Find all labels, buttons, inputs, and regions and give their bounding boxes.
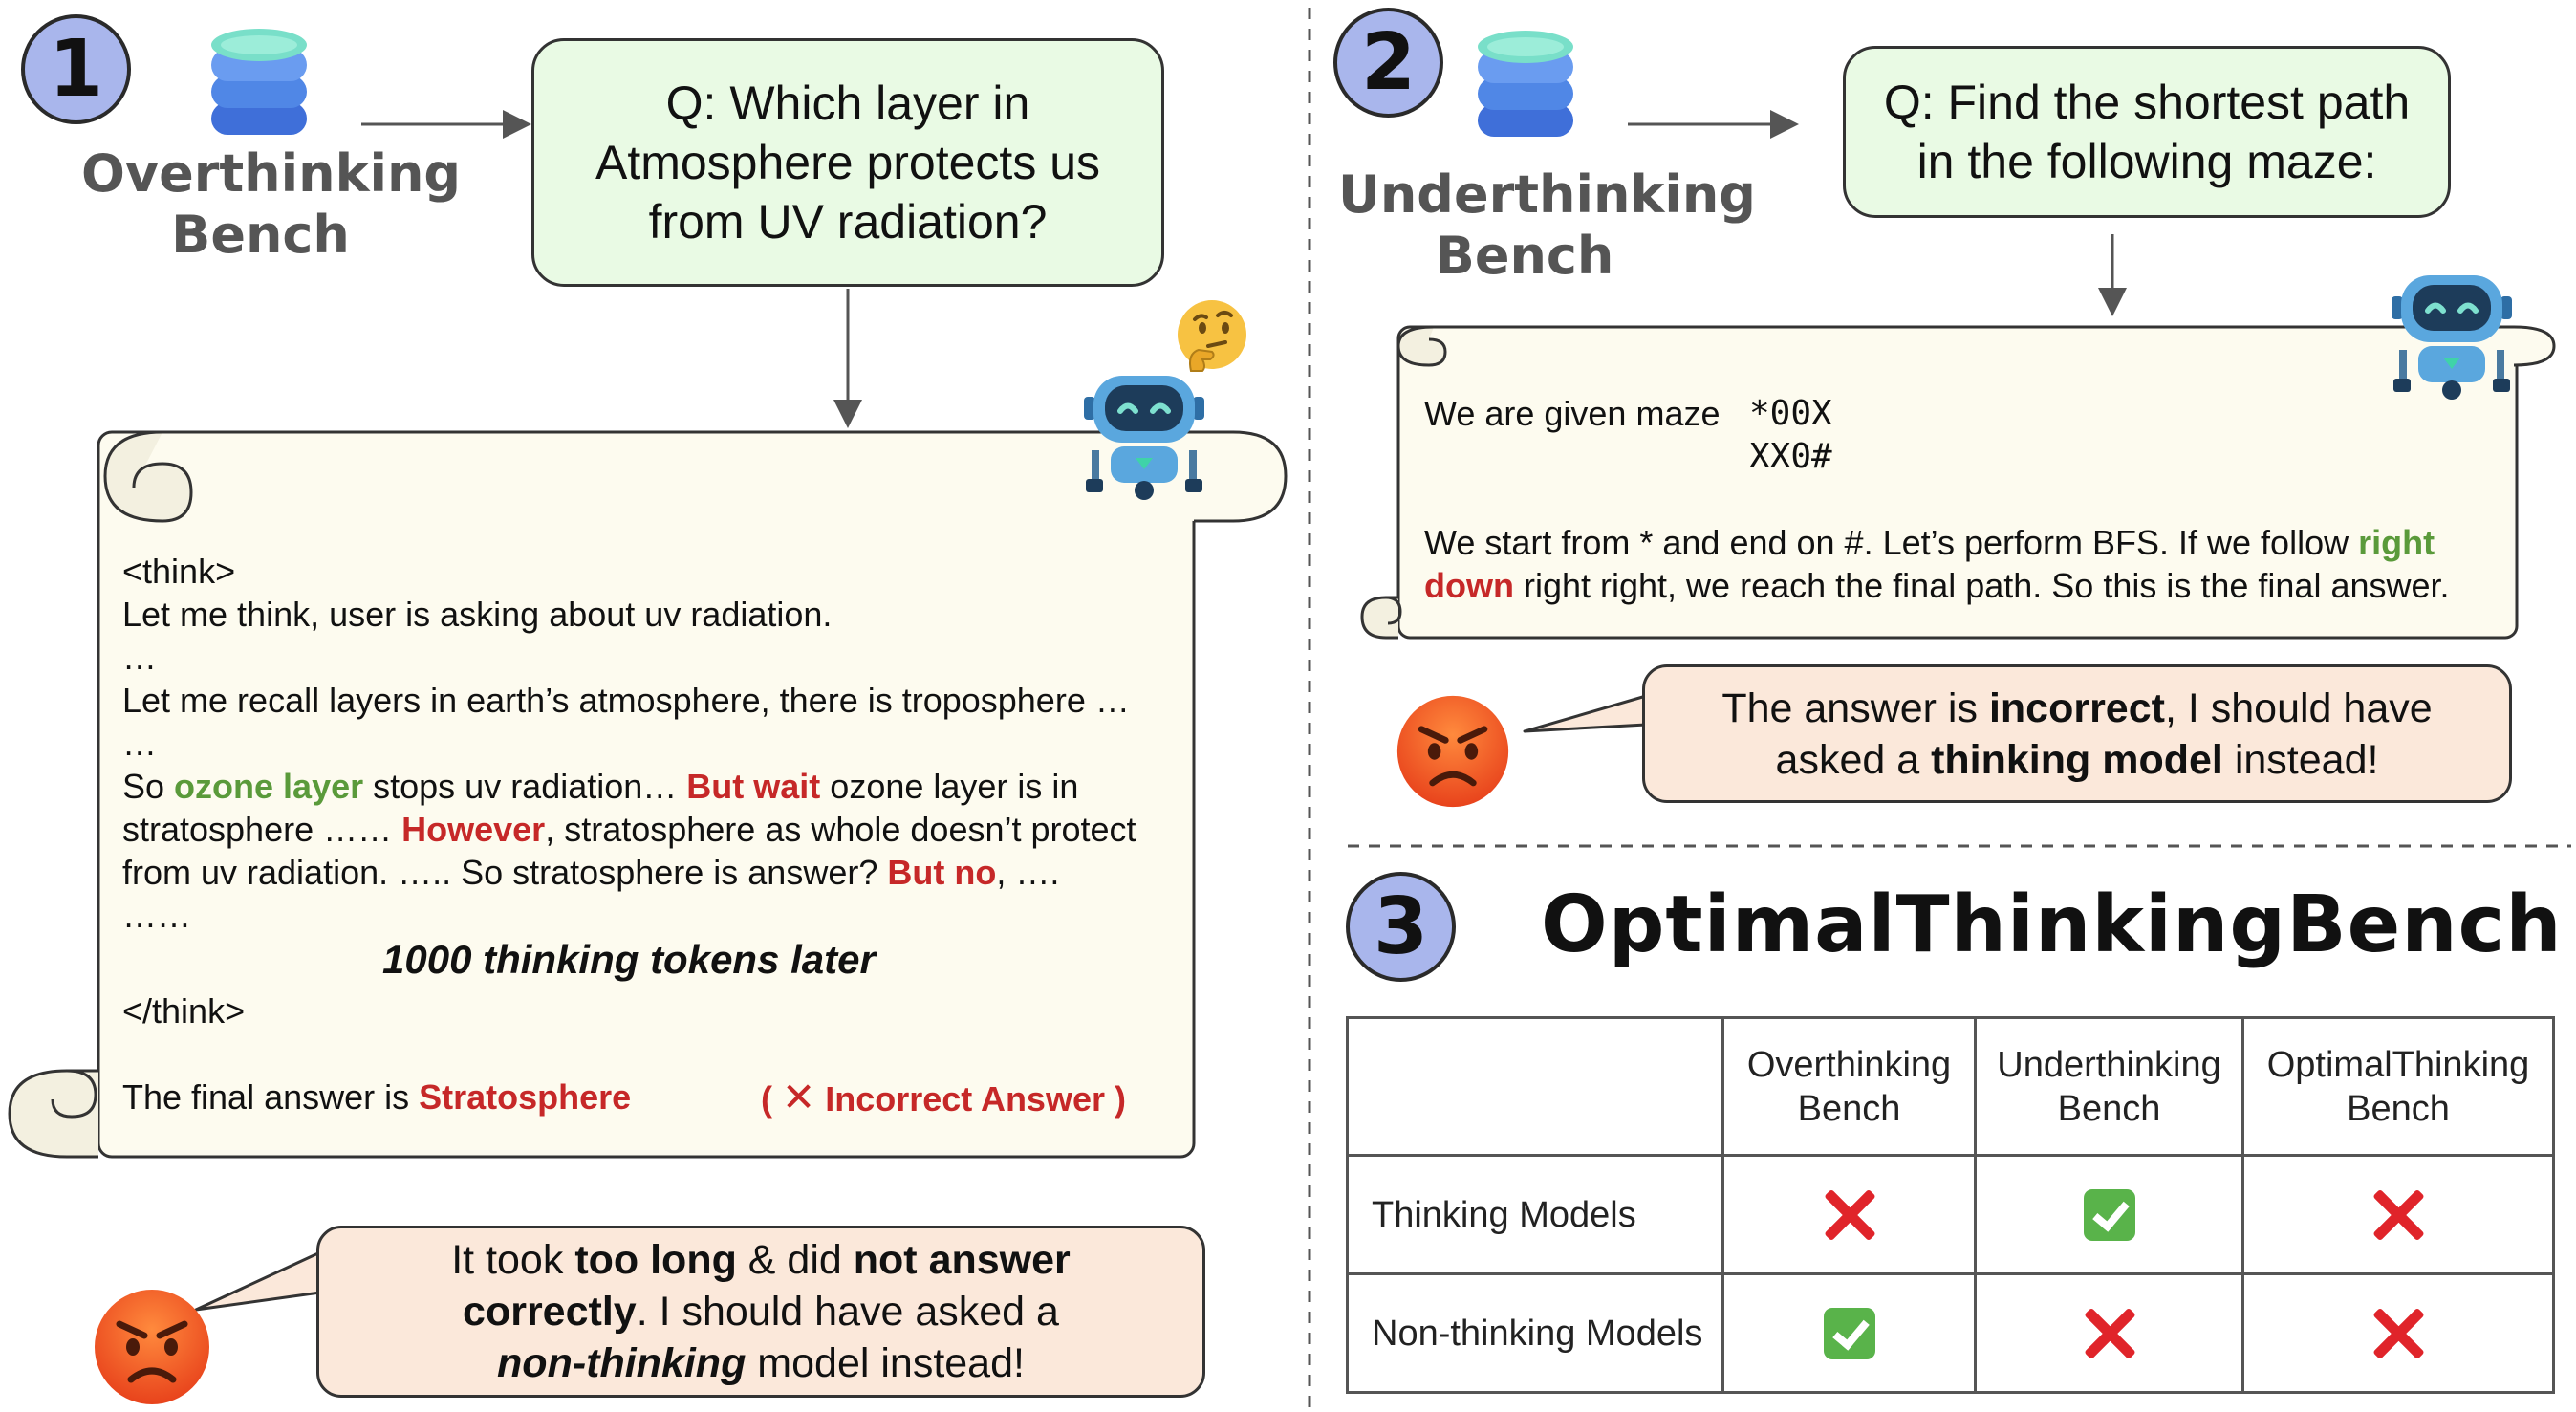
table-row: Thinking Models bbox=[1346, 1154, 2555, 1275]
cross-mark-icon bbox=[2080, 1304, 2139, 1363]
check-mark-icon bbox=[2083, 1188, 2135, 1241]
speech-bubble-2: The answer is incorrect, I should have a… bbox=[1642, 664, 2512, 803]
think-line-4: stratosphere …… However, stratosphere as… bbox=[122, 810, 1136, 849]
cross-mark-icon bbox=[1820, 1185, 1879, 1245]
database-icon bbox=[1478, 31, 1573, 137]
think-line-1: Let me think, user is asking about uv ra… bbox=[122, 595, 833, 634]
table-row: Non-thinking Models bbox=[1346, 1272, 2555, 1394]
step-number-1: 1 bbox=[21, 14, 131, 124]
scroll-1 bbox=[8, 430, 1288, 1159]
highlight-but-no: But no bbox=[887, 853, 997, 892]
thinking-face-icon bbox=[1178, 300, 1246, 372]
robot-icon bbox=[2392, 275, 2512, 400]
step-number-3: 3 bbox=[1346, 872, 1456, 982]
think-line-2: Let me recall layers in earth’s atmosphe… bbox=[122, 681, 1130, 720]
optimal-thinking-bench-title: OptimalThinkingBench bbox=[1541, 880, 2563, 970]
cross-mark-icon bbox=[2369, 1304, 2428, 1363]
highlight-however: However bbox=[401, 810, 546, 849]
highlight-down: down bbox=[1424, 566, 1514, 605]
table-corner-cell bbox=[1346, 1016, 1724, 1157]
bubble-tail-1 bbox=[194, 1250, 322, 1312]
maze-row-1: *00X bbox=[1749, 394, 1832, 433]
speech-bubble-1: It took too long & did not answer correc… bbox=[316, 1226, 1205, 1398]
highlight-ozone-layer: ozone layer bbox=[174, 767, 364, 806]
highlight-but-wait: But wait bbox=[686, 767, 821, 806]
ellipsis-1: … bbox=[122, 638, 157, 677]
ellipsis-2: … bbox=[122, 724, 157, 763]
think-line-5: from uv radiation. ….. So stratosphere i… bbox=[122, 853, 1060, 892]
row-label-non-thinking-models: Non-thinking Models bbox=[1346, 1272, 1724, 1394]
incorrect-answer-verdict: ( ✕ Incorrect Answer ) bbox=[761, 1075, 1126, 1119]
highlight-right: right bbox=[2358, 523, 2435, 562]
angry-face-icon bbox=[1396, 695, 1509, 808]
thinking-tokens-later: 1000 thinking tokens later bbox=[382, 937, 876, 982]
think-open-tag: <think> bbox=[122, 552, 236, 591]
maze-row-2: XX0# bbox=[1749, 437, 1832, 476]
maze-intro: We are given maze bbox=[1424, 394, 1721, 433]
final-answer-stratosphere: Stratosphere bbox=[419, 1077, 632, 1117]
bfs-line-1: We start from * and end on #. Let’s perf… bbox=[1424, 523, 2435, 562]
ellipsis-3: …… bbox=[122, 896, 191, 935]
final-answer-line: The final answer is Stratosphere bbox=[122, 1077, 632, 1117]
robot-icon bbox=[1084, 376, 1204, 500]
think-line-3: So ozone layer stops uv radiation… But w… bbox=[122, 767, 1079, 806]
angry-face-icon bbox=[95, 1290, 209, 1404]
bfs-line-2: down right right, we reach the final pat… bbox=[1424, 566, 2450, 605]
check-mark-icon bbox=[1823, 1307, 1875, 1359]
scroll-2 bbox=[1360, 325, 2556, 640]
row-label-thinking-models: Thinking Models bbox=[1346, 1154, 1724, 1275]
cross-mark-icon: ✕ bbox=[782, 1075, 816, 1119]
database-icon bbox=[211, 29, 307, 135]
step-number-2: 2 bbox=[1333, 8, 1443, 118]
bubble-tail-2 bbox=[1523, 694, 1648, 733]
think-close-tag: </think> bbox=[122, 991, 246, 1031]
cross-mark-icon bbox=[2369, 1185, 2428, 1245]
